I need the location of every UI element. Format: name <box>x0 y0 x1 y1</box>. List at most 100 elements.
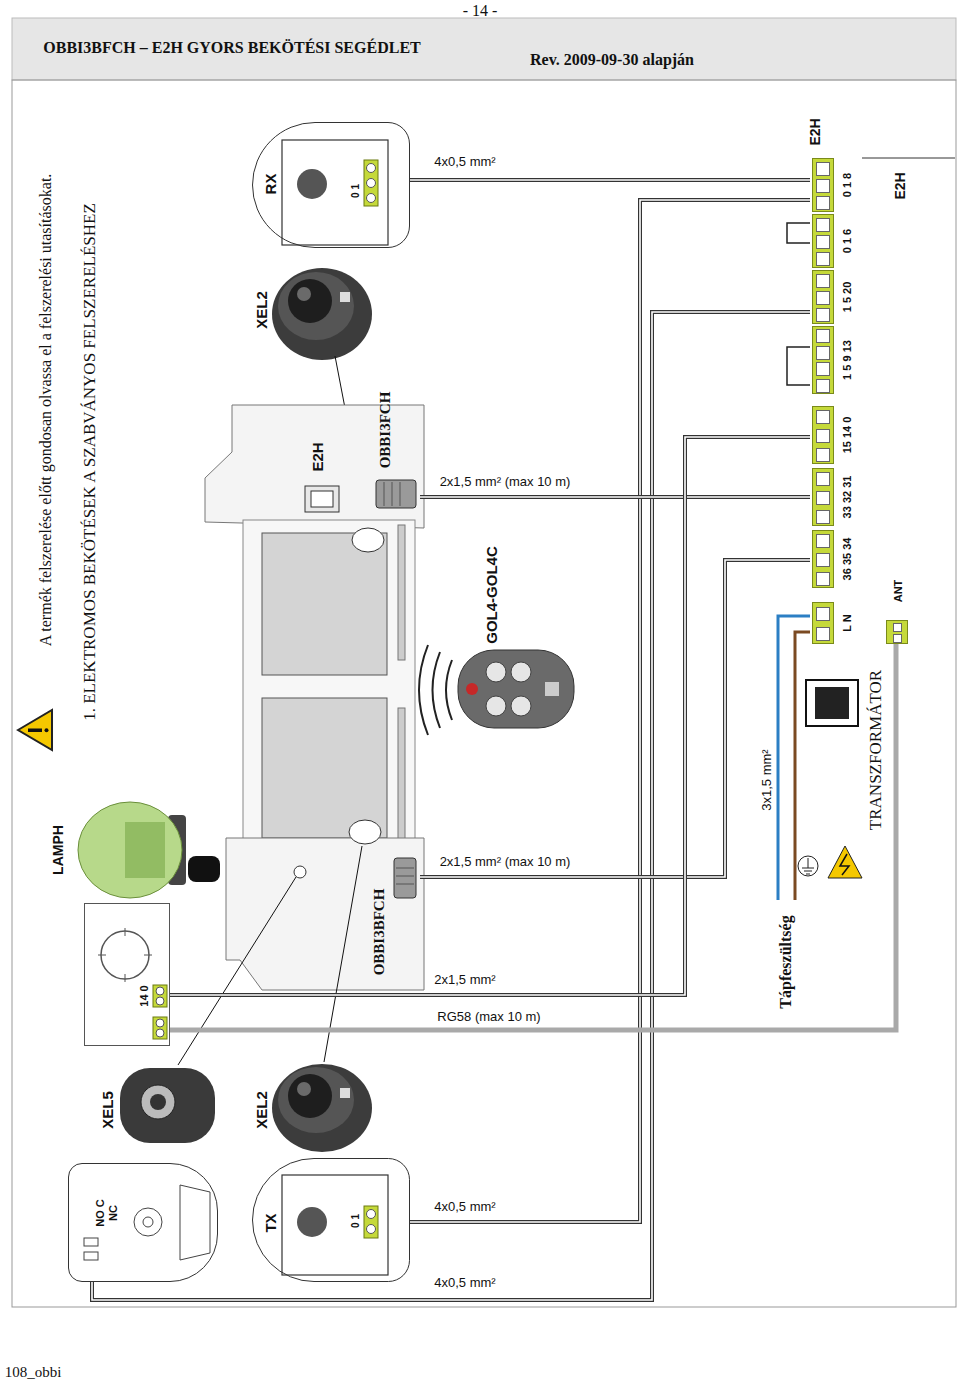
file-code: 108_obbi <box>5 1364 62 1381</box>
terminal <box>156 1029 164 1037</box>
terminal-strip <box>364 1206 378 1238</box>
terminal <box>816 627 830 641</box>
motor-name: OBBI3FCH <box>377 392 394 469</box>
cable-outline <box>420 495 810 499</box>
terminal-numbers: 36 35 34 <box>841 535 854 584</box>
terminal-numbers: 14 0 <box>138 985 151 1006</box>
rx-button <box>297 169 327 199</box>
cable-core <box>410 200 810 1222</box>
gate-photocell <box>352 528 384 552</box>
cable-label: RG58 (max 10 m) <box>434 1010 543 1025</box>
control-box-lid <box>311 491 333 507</box>
leader-line <box>178 877 296 1065</box>
terminal <box>816 252 830 266</box>
terminal <box>367 164 376 173</box>
terminal <box>816 472 830 486</box>
cable <box>420 560 810 877</box>
terminal-strip <box>812 270 834 324</box>
tx-plate <box>282 1175 388 1275</box>
warning-note: A termék felszerelése előtt gondosan olv… <box>37 174 55 647</box>
warning-triangle <box>18 710 52 750</box>
section-heading: 1. ELEKTROMOS BEKÖTÉSEK A SZABVÁNYOS FEL… <box>80 203 100 721</box>
cable-label: 4x0,5 mm² <box>431 155 498 170</box>
terminal-numbers: 33 32 31 <box>841 473 854 522</box>
motor-body <box>376 480 416 508</box>
photocell-lens <box>288 1074 332 1118</box>
supply-label: Tápfeszültség <box>777 915 795 1008</box>
lamp-lens <box>125 822 165 878</box>
cable <box>92 312 810 1300</box>
terminal-block: 1 5 9 13 <box>810 326 860 394</box>
terminal <box>156 1019 164 1027</box>
terminal-block: L N <box>810 602 860 644</box>
cable-core <box>420 496 810 498</box>
terminal <box>816 162 830 176</box>
key-hole <box>143 1217 153 1227</box>
terminal <box>816 329 830 343</box>
terminal <box>816 553 830 567</box>
lamp-mount <box>188 856 220 882</box>
cable <box>410 180 810 181</box>
warning-dot <box>45 728 49 732</box>
terminal <box>816 196 830 210</box>
terminal <box>816 235 830 249</box>
photocell-lens <box>141 1085 175 1119</box>
remote-button <box>511 662 531 682</box>
motor-fins <box>384 482 400 506</box>
control-box <box>305 486 339 512</box>
device-name: RX <box>262 174 279 195</box>
terminal-strip <box>812 214 834 268</box>
transformer-symbol <box>806 680 858 726</box>
motor-name: OBBI3BFCH <box>371 889 388 976</box>
remote-button <box>486 662 506 682</box>
terminal <box>816 491 830 505</box>
terminal <box>816 274 830 288</box>
terminal-numbers: 15 14 0 <box>841 414 854 457</box>
terminal <box>816 607 830 621</box>
switch-contact <box>84 1252 98 1260</box>
device-box: RX0 1 <box>252 122 410 248</box>
terminal <box>816 448 830 462</box>
photocell-body <box>272 1064 372 1152</box>
lens-highlight <box>297 287 311 301</box>
cable <box>420 497 810 498</box>
terminal-strip <box>364 160 378 206</box>
board-bracket <box>862 158 955 159</box>
terminal <box>816 346 830 360</box>
cable-label: 2x1,5 mm² (max 10 m) <box>437 475 574 490</box>
terminal-block: 15 14 0 <box>810 406 860 464</box>
terminal <box>816 362 830 376</box>
part-name: E2H <box>309 442 326 471</box>
photocell-face <box>278 272 354 340</box>
terminal-block: 36 35 34 <box>810 530 860 588</box>
terminal-numbers: ANT <box>892 580 905 603</box>
lamp-dome <box>78 802 182 898</box>
terminal <box>816 410 830 424</box>
terminal-numbers: L N <box>841 611 854 635</box>
cable-core <box>410 179 810 181</box>
cable-outline <box>420 560 810 877</box>
key-cover <box>180 1185 210 1260</box>
device-box: 14 0 <box>84 903 170 1046</box>
lamp-base-notches <box>98 928 152 982</box>
part-name: XEL2 <box>253 1091 270 1129</box>
terminal-numbers: 0 1 <box>350 1214 362 1228</box>
transformer-core <box>815 687 849 719</box>
part-name: TRANSZFORMÁTOR <box>866 670 886 830</box>
device-name: TX <box>262 1213 279 1232</box>
photocell-logo <box>340 1088 350 1098</box>
terminal-strip <box>812 468 834 526</box>
motor-arm <box>398 525 405 660</box>
gate-leaf <box>262 698 387 838</box>
terminal <box>367 179 376 188</box>
revision-note: Rev. 2009-09-30 alapján <box>530 51 694 69</box>
gate-photocell <box>349 820 381 844</box>
terminal-block: 0 1 6 <box>810 214 860 268</box>
cable-label: 4x0,5 mm² <box>431 1200 498 1215</box>
lens-highlight <box>297 1082 311 1096</box>
terminal-strip <box>812 326 834 394</box>
terminal-numbers: 1 5 20 <box>841 279 854 316</box>
terminal <box>816 429 830 443</box>
coax-cable <box>170 644 896 1030</box>
